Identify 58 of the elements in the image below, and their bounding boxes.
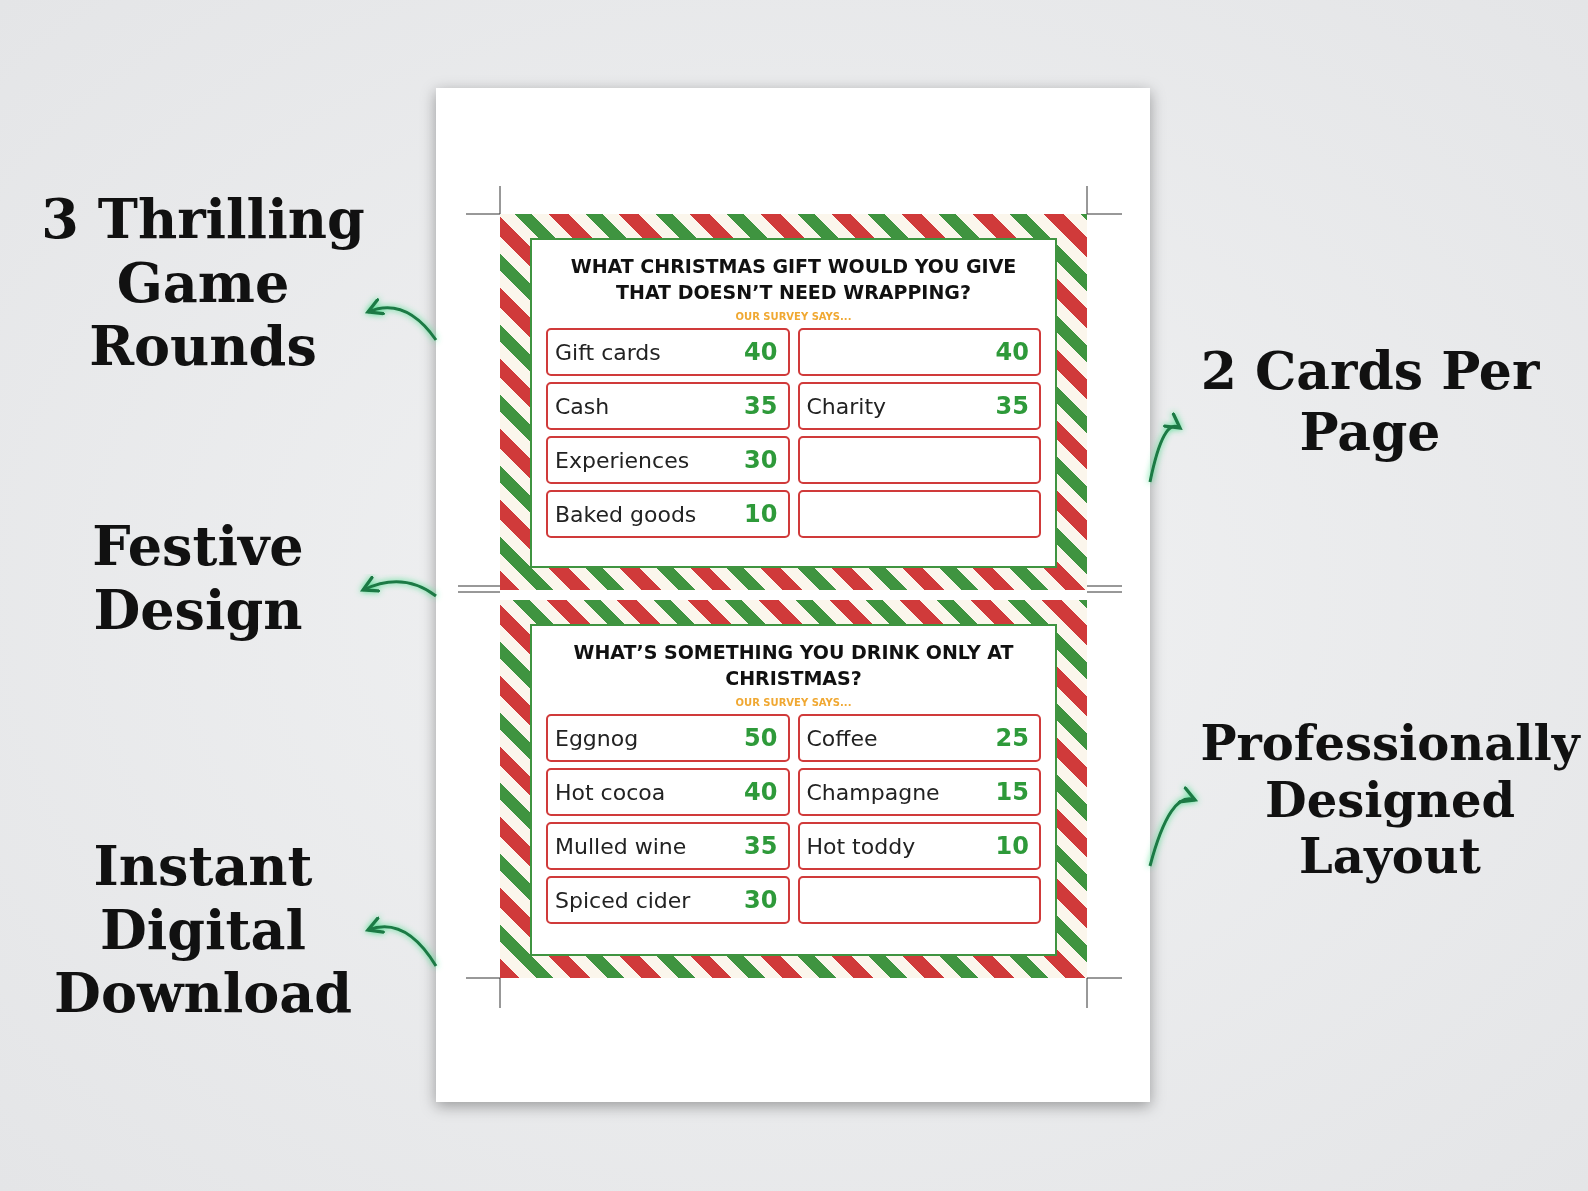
score-number: 30: [744, 446, 778, 475]
answer-field: [546, 876, 790, 925]
answer-field: [797, 768, 1041, 817]
score-number: 40: [995, 338, 1029, 367]
answer-text: Charity: [806, 393, 887, 419]
answer-text: Mulled wine: [555, 833, 687, 859]
answer-text: Eggnog: [555, 725, 639, 751]
feature-caption: 2 Cards Per Page: [1180, 340, 1560, 463]
answer-field: [546, 768, 790, 817]
score-number: 15: [995, 778, 1029, 807]
paper-sheet: [436, 88, 1150, 1102]
answer-field: [797, 876, 1041, 925]
score-number: 35: [744, 392, 778, 421]
feature-caption: 3 Thrilling Game Rounds: [38, 188, 368, 380]
score-number: 40: [744, 338, 778, 367]
game-card: [500, 214, 1087, 590]
answer-field: [797, 714, 1041, 763]
answer-text: Cash: [555, 393, 610, 419]
answer-text: Gift cards: [555, 339, 661, 365]
answer-text: Champagne: [806, 779, 940, 805]
answer-field: [797, 490, 1041, 539]
answer-text: Hot cocoa: [555, 779, 666, 805]
answer-field: [546, 714, 790, 763]
arrow: [366, 298, 438, 341]
arrow: [361, 576, 437, 598]
game-card: [500, 600, 1087, 978]
score-number: 40: [744, 778, 778, 807]
question-title: WHAT CHRISTMAS GIFT WOULD YOU GIVE THAT DOESN’T NEED WRAPPING?: [569, 254, 1018, 305]
score-number: 35: [744, 832, 778, 861]
arrow: [1148, 413, 1182, 483]
feature-caption: Instant Digital Download: [38, 835, 368, 1027]
answer-field: [546, 328, 790, 377]
answer-field: [546, 382, 790, 431]
arrow: [1148, 787, 1197, 867]
answer-text: Coffee: [806, 725, 878, 751]
answer-field: [797, 436, 1041, 485]
answer-field: [797, 822, 1041, 871]
answer-field: [797, 382, 1041, 431]
answer-field: [797, 328, 1041, 377]
score-number: 30: [744, 886, 778, 915]
feature-caption: Festive Design: [33, 515, 363, 643]
answer-text: Baked goods: [555, 501, 697, 527]
answer-field: [546, 490, 790, 539]
answer-field: [546, 822, 790, 871]
arrow: [366, 917, 438, 967]
score-number: 10: [995, 832, 1029, 861]
answer-text: Experiences: [555, 447, 690, 473]
score-number: 25: [995, 724, 1029, 753]
survey-label: OUR SURVEY SAYS...: [734, 697, 853, 709]
answer-field: [546, 436, 790, 485]
survey-label: OUR SURVEY SAYS...: [734, 311, 853, 323]
score-number: 50: [744, 724, 778, 753]
answer-text: Hot toddy: [806, 833, 916, 859]
feature-caption: Professionally Designed Layout: [1195, 715, 1585, 885]
score-number: 10: [744, 500, 778, 529]
answer-text: Spiced cider: [555, 887, 691, 913]
question-title: WHAT’S SOMETHING YOU DRINK ONLY AT CHRISTMAS?: [572, 640, 1015, 691]
score-number: 35: [995, 392, 1029, 421]
